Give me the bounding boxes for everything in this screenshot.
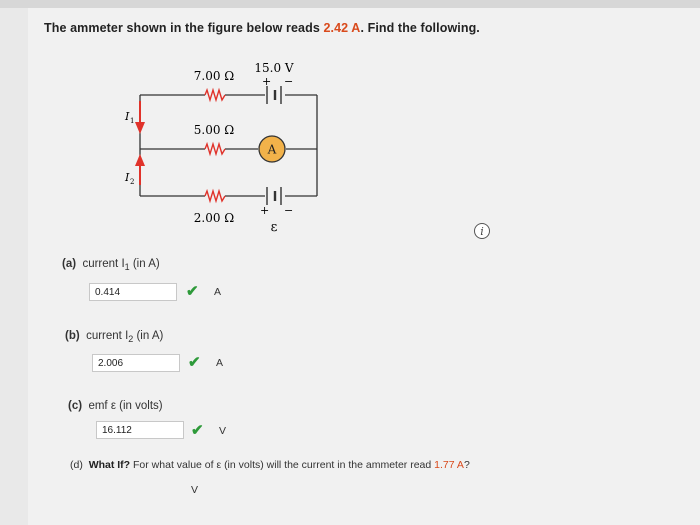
resistor-bottom-label: 2.00 Ω — [194, 211, 235, 225]
part-b-label: (b) current I2 (in A) — [65, 330, 164, 344]
unit-c: V — [219, 425, 227, 437]
question-suffix: . Find the following. — [360, 21, 480, 35]
what-if-label: What If? — [88, 459, 131, 471]
arrow-i1-head — [135, 122, 145, 134]
part-c-label: (c) emf ε (in volts) — [68, 400, 163, 412]
i1-subscript: 1 — [130, 117, 134, 125]
i2-label: I — [124, 171, 130, 184]
info-icon[interactable]: i — [474, 223, 490, 239]
ammeter-circle — [258, 135, 286, 163]
i2-subscript: 2 — [130, 178, 134, 186]
check-a-icon: ✔ — [186, 283, 199, 300]
part-d-label: (d) — [70, 459, 83, 471]
battery-emf-minus: − — [284, 204, 293, 217]
question-text: The ammeter shown in the figure below re… — [44, 21, 480, 35]
resistor-middle — [204, 141, 226, 157]
answer-a-input[interactable]: 0.414 — [89, 283, 177, 301]
battery-top-label: 15.0 V — [254, 61, 294, 75]
unit-d: V — [191, 484, 199, 496]
answer-c-input[interactable]: 16.112 — [96, 421, 184, 439]
answer-b-input[interactable]: 2.006 — [92, 354, 180, 372]
part-d-reading: 1.77 A — [434, 459, 464, 471]
unit-b: A — [216, 357, 224, 369]
top-strip — [0, 0, 700, 8]
battery-top-minus: − — [284, 75, 293, 88]
part-a-label: (a) current I1 (in A) — [62, 258, 160, 272]
arrow-i2-head — [135, 154, 145, 166]
battery-emf-plus: + — [260, 204, 269, 217]
ammeter-label: A — [267, 143, 277, 157]
resistor-bottom — [204, 188, 226, 204]
question-prefix: The ammeter shown in the figure below re… — [44, 21, 324, 35]
unit-a: A — [214, 286, 222, 298]
check-c-icon: ✔ — [191, 422, 204, 439]
resistor-top-label: 7.00 Ω — [194, 69, 235, 83]
emf-label: ε — [271, 220, 278, 235]
check-b-icon: ✔ — [188, 354, 201, 371]
ammeter-reading: 2.42 A — [323, 21, 361, 35]
resistor-top — [204, 87, 226, 103]
battery-top-plus: + — [262, 75, 271, 88]
resistor-middle-label: 5.00 Ω — [194, 123, 235, 137]
circuit-figure: A 7.00 Ω 15.0 V + − 5.00 Ω 2.00 Ω + − ε … — [124, 61, 318, 235]
part-d-question: (d) What If? For what value of ε (in vol… — [70, 459, 470, 471]
i1-label: I — [124, 110, 130, 123]
